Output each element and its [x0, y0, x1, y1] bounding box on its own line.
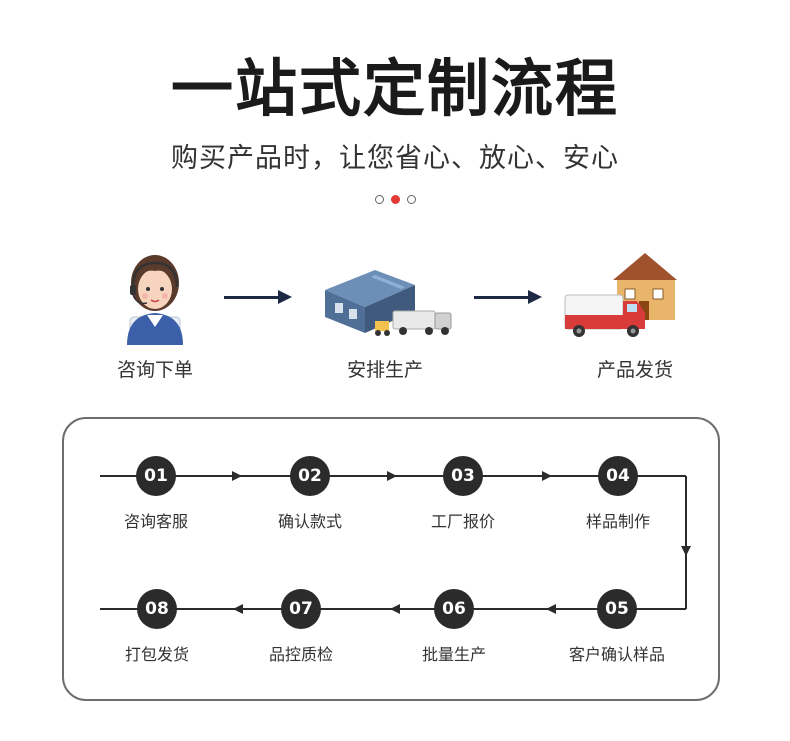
- process-label-03: 工厂报价: [430, 512, 495, 531]
- process-label-08: 打包发货: [124, 645, 189, 664]
- top-step-label-3: 产品发货: [596, 359, 673, 381]
- process-label-01: 咨询客服: [123, 512, 188, 531]
- page-title: 一站式定制流程: [170, 52, 619, 125]
- process-node-02: 02: [290, 456, 330, 496]
- carousel-dot-2[interactable]: [390, 195, 400, 204]
- process-node-06: 06: [434, 589, 474, 629]
- process-label-06: 批量生产: [421, 645, 486, 664]
- customer-service-agent-icon: [75, 245, 235, 345]
- process-node-04: 04: [598, 456, 638, 496]
- process-label-04: 样品制作: [585, 512, 650, 531]
- flow-arrow-2: [474, 296, 530, 299]
- process-label-05: 客户确认样品: [568, 645, 665, 664]
- arrow-right-icon: [528, 290, 542, 304]
- process-node-03: 03: [443, 456, 483, 496]
- process-label-07: 品控质检: [268, 645, 333, 664]
- carousel-dot-1[interactable]: [374, 195, 384, 204]
- top-step-label-2: 安排生产: [346, 359, 423, 381]
- process-node-07: 07: [281, 589, 321, 629]
- process-label-02: 确认款式: [277, 512, 342, 531]
- flow-arrow-1: [224, 296, 280, 299]
- top-step-label-1: 咨询下单: [116, 359, 193, 381]
- carousel-indicator: [0, 195, 790, 204]
- process-node-01: 01: [136, 456, 176, 496]
- arrow-right-icon: [278, 290, 292, 304]
- process-node-05: 05: [597, 589, 637, 629]
- carousel-dot-3[interactable]: [406, 195, 416, 204]
- page-subtitle: 购买产品时，让您省心、放心、安心: [171, 143, 619, 174]
- delivery-truck-house-icon: [555, 245, 715, 345]
- factory-warehouse-icon: [305, 245, 465, 345]
- process-node-08: 08: [137, 589, 177, 629]
